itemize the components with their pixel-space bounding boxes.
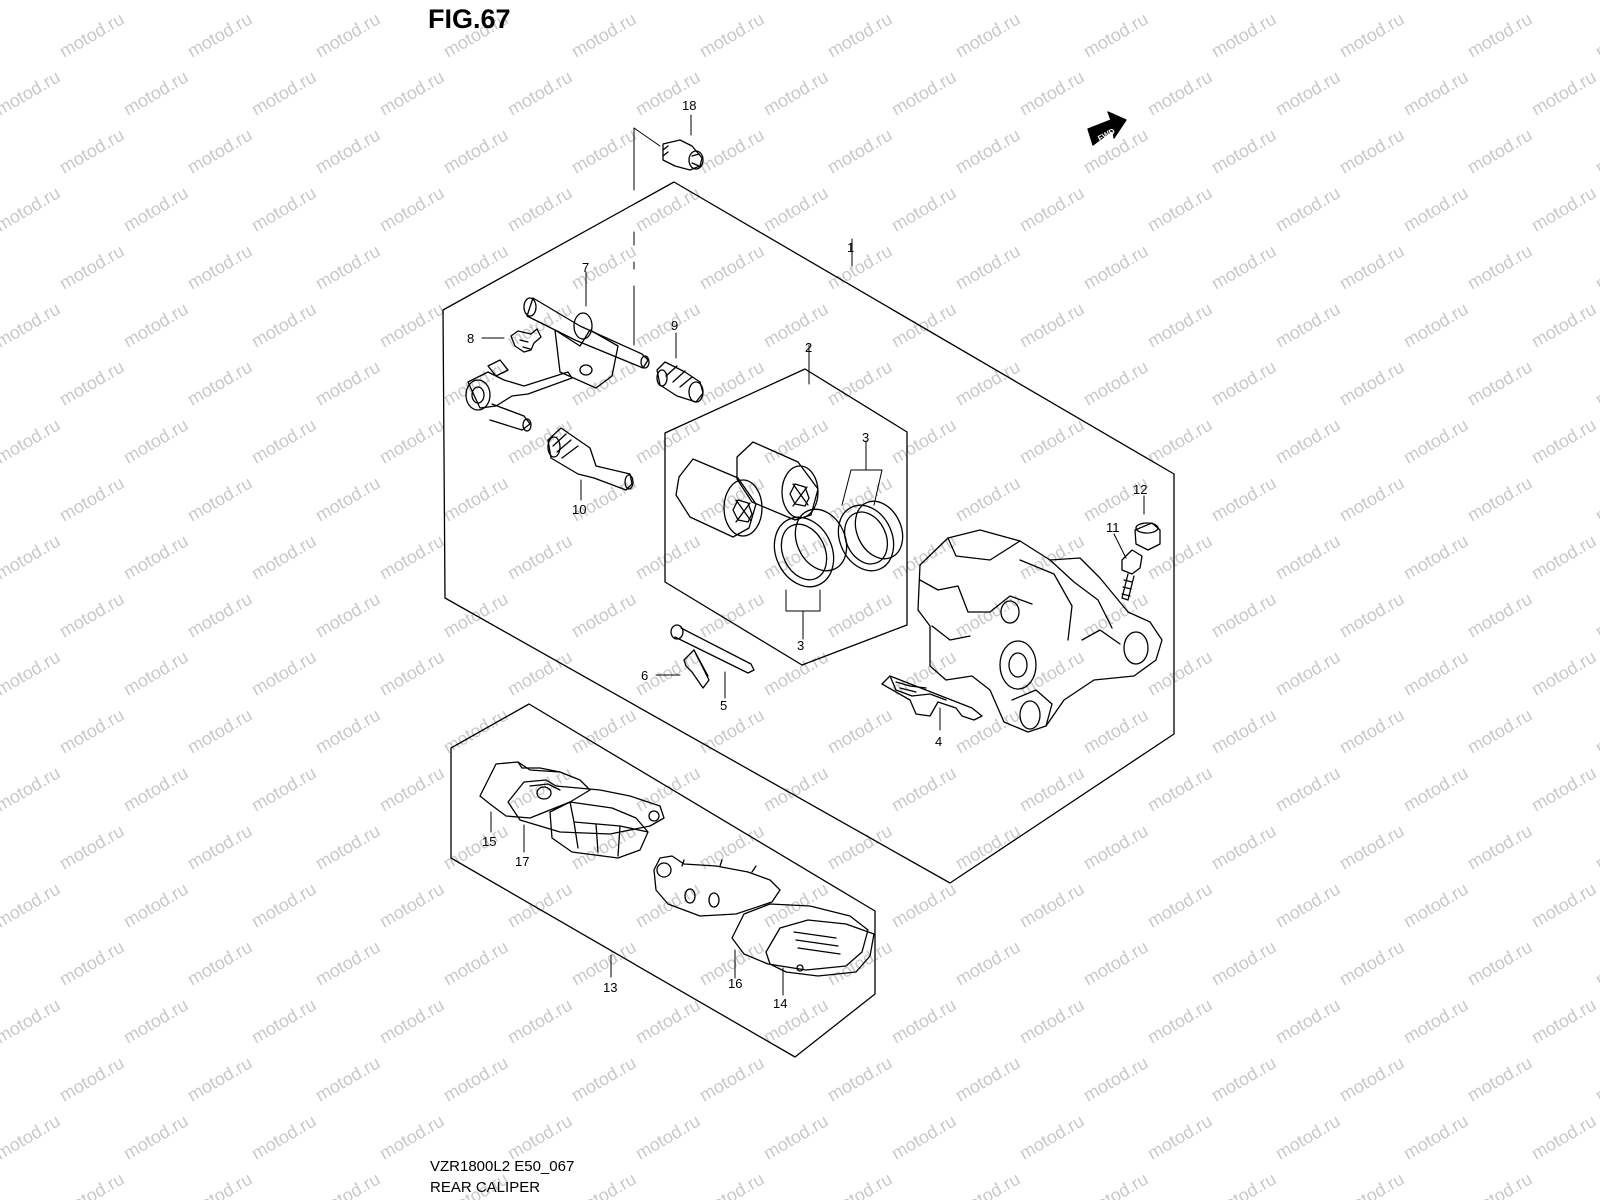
bleeder-valve-11	[1121, 549, 1143, 601]
caliper-assembly-outline	[442, 181, 1175, 884]
callout-1: 1	[847, 240, 854, 255]
boot-9	[656, 361, 704, 403]
callout-4: 4	[935, 734, 942, 749]
callout-2: 2	[805, 340, 812, 355]
pad-shim-17	[507, 779, 665, 835]
pad-shim-14	[765, 919, 875, 977]
pad-pin-5	[670, 624, 755, 674]
callout-18: 18	[682, 98, 696, 113]
figure-title: FIG.67	[428, 4, 511, 34]
piston-2a	[675, 458, 763, 538]
callout-9: 9	[671, 318, 678, 333]
callout-14: 14	[773, 996, 787, 1011]
seal-3b	[837, 500, 904, 572]
lower-pin-assembly	[465, 359, 573, 432]
leader-lines	[481, 114, 1145, 996]
bleeder-cap-12	[1134, 522, 1161, 551]
callout-5: 5	[720, 698, 727, 713]
pad-spring-4	[881, 675, 983, 721]
diagram-name: REAR CALIPER	[430, 1179, 541, 1196]
fwd-arrow-icon: FWD	[1087, 111, 1127, 146]
callout-labels: 1 2 3 3 4 5 6 7 8 9 10 11 12 13 14 15 16…	[467, 98, 1147, 1011]
seal-3a	[773, 508, 848, 588]
brake-pad-lower	[653, 855, 781, 917]
bolt-18	[662, 139, 704, 171]
callout-13: 13	[603, 980, 617, 995]
callout-15: 15	[482, 834, 496, 849]
pad-shim-16	[731, 903, 869, 971]
callout-3b: 3	[797, 638, 804, 653]
callout-11: 11	[1106, 520, 1120, 535]
slide-pin-7	[523, 297, 650, 389]
spring-clip-8	[510, 328, 542, 353]
callout-17: 17	[515, 854, 529, 869]
callout-3a: 3	[862, 430, 869, 445]
boot-pin-10	[547, 427, 634, 491]
brake-pad-upper	[549, 801, 649, 859]
callout-10: 10	[572, 502, 586, 517]
piston-set-outline	[664, 368, 908, 666]
callout-12: 12	[1133, 482, 1147, 497]
caliper-body	[917, 529, 1163, 733]
pad-shim-15	[479, 761, 591, 819]
callout-16: 16	[728, 976, 742, 991]
callout-6: 6	[641, 668, 648, 683]
pad-set-outline	[450, 703, 876, 1058]
callout-7: 7	[582, 260, 589, 275]
callout-8: 8	[467, 331, 474, 346]
r-clip-6	[683, 649, 710, 689]
diagram-code: VZR1800L2 E50_067	[430, 1158, 575, 1175]
